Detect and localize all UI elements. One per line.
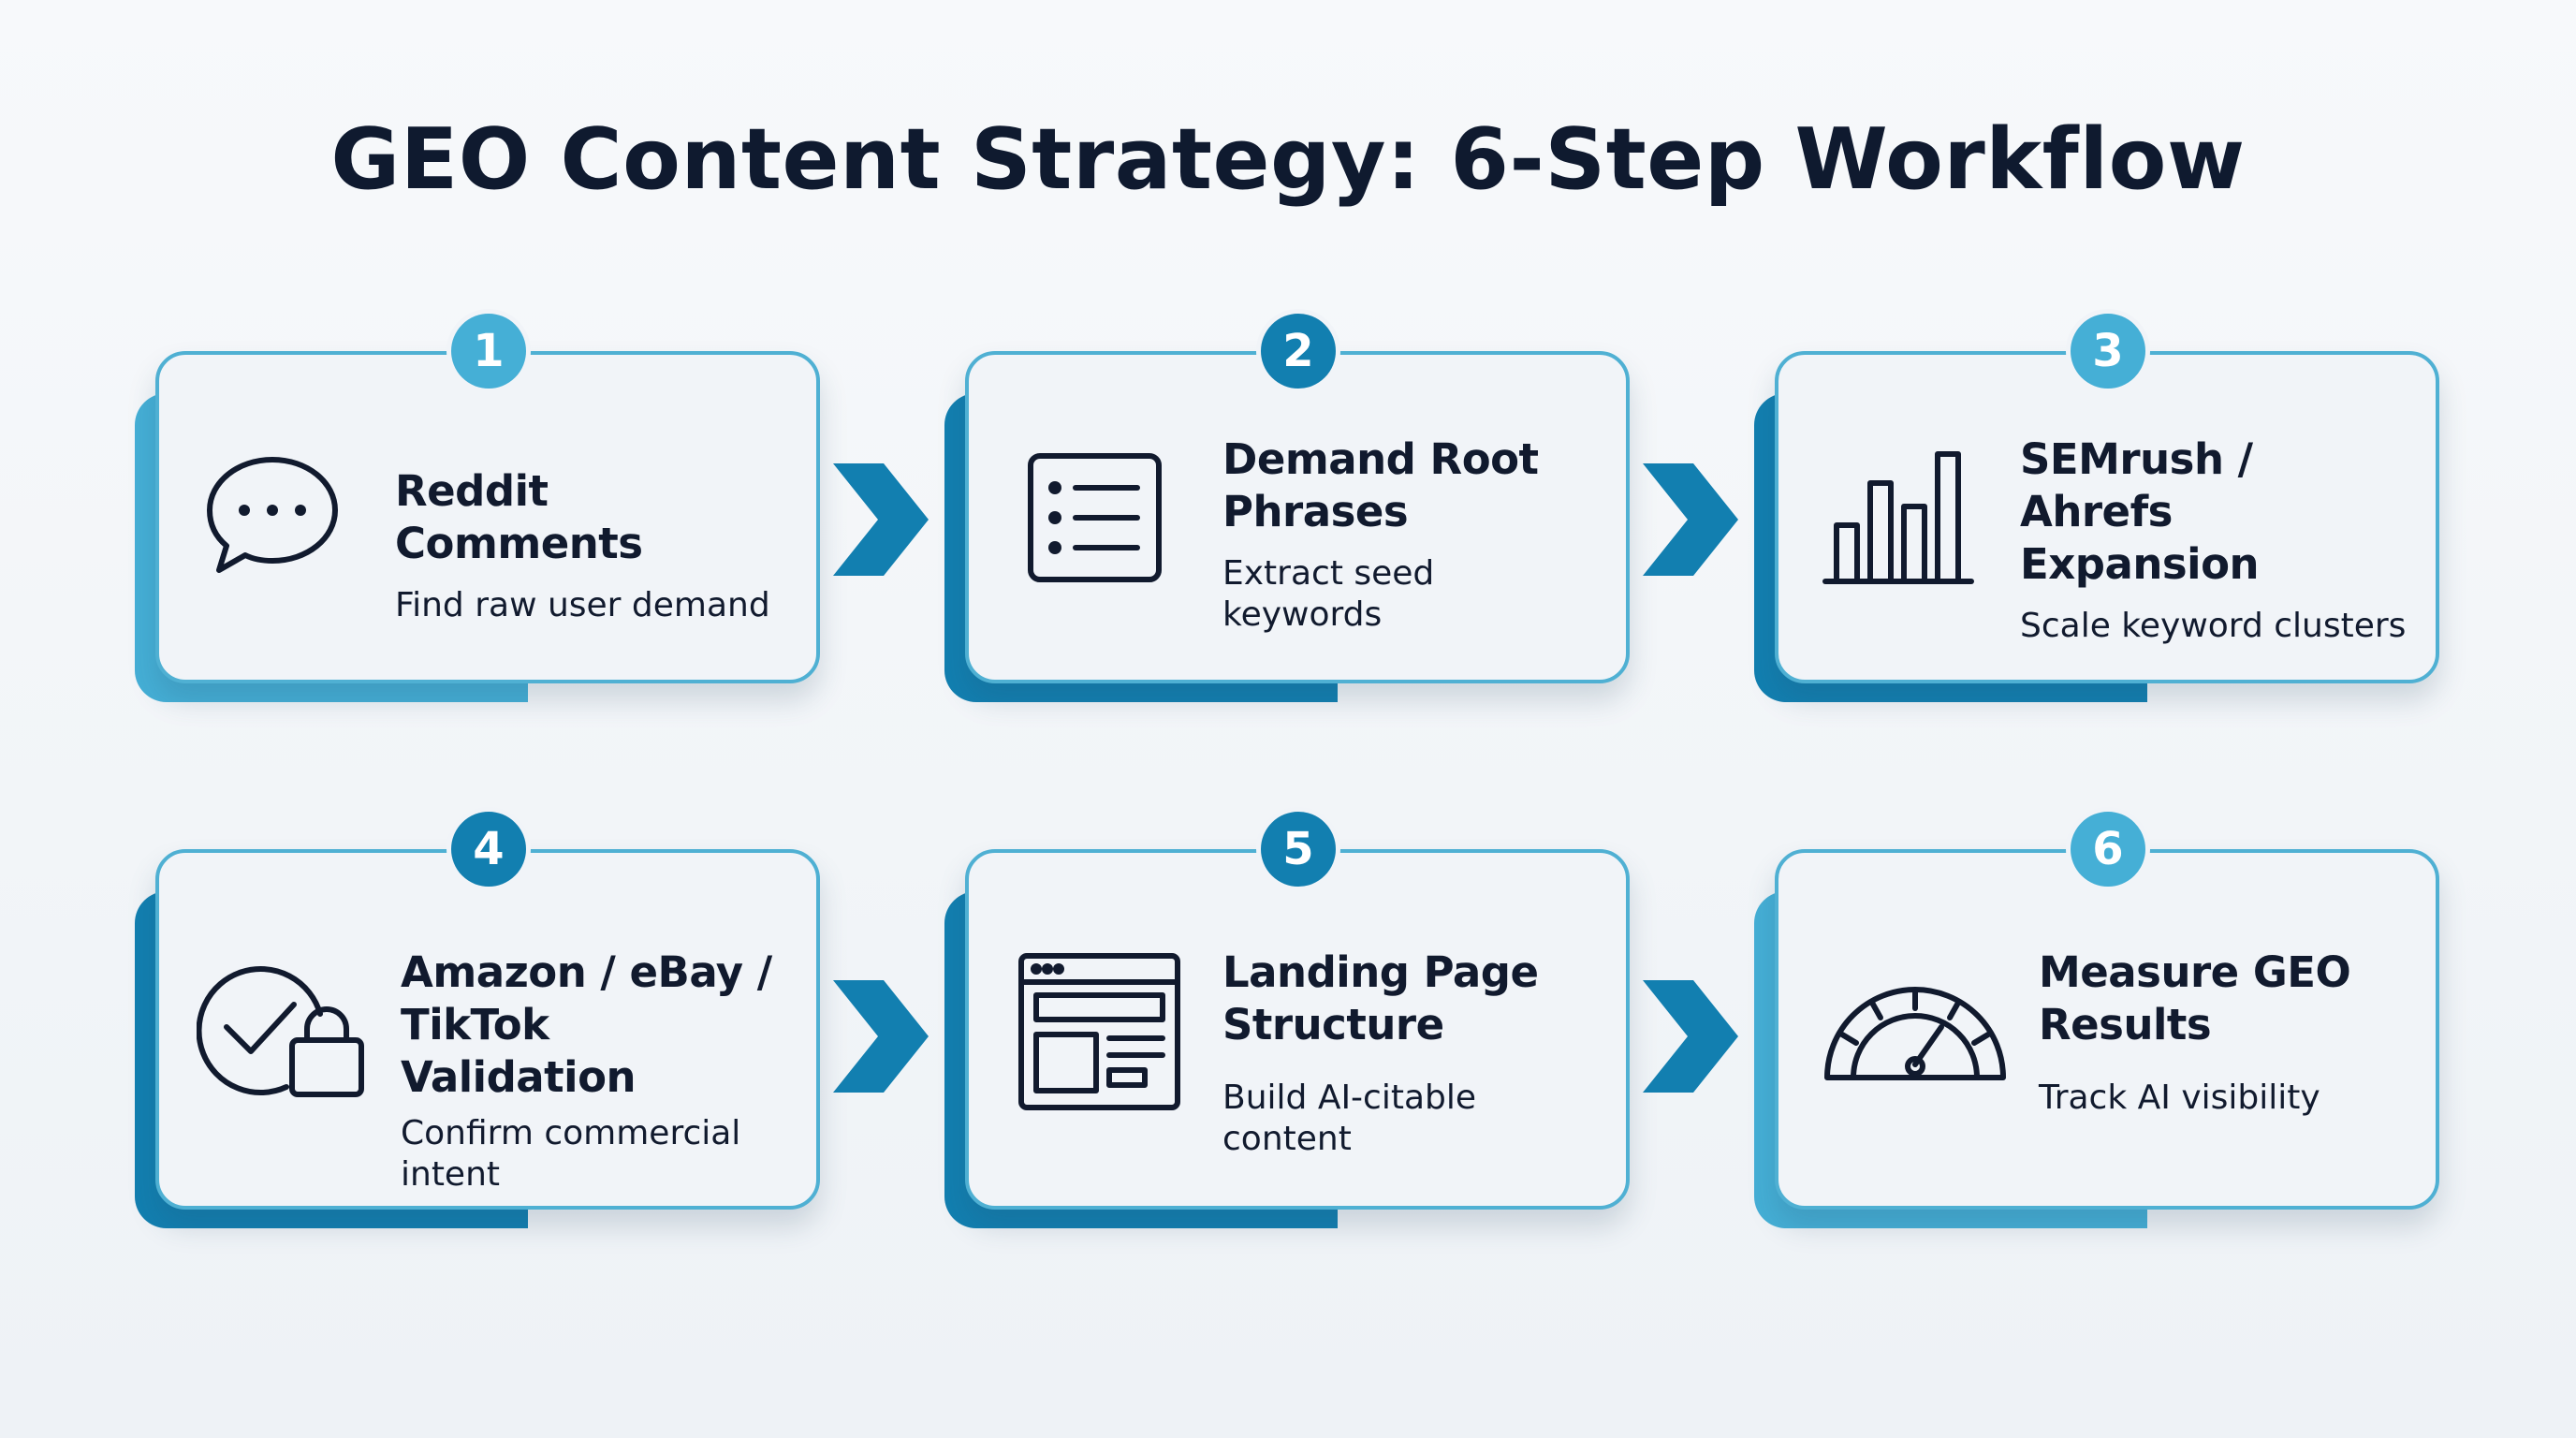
step-badge: 5 — [1256, 807, 1340, 891]
step-title: Amazon / eBay / TikTok Validation — [401, 947, 772, 1102]
step-title: Landing Page Structure — [1222, 947, 1539, 1049]
step-card-3: 3 SEMrush / Ahrefs Expansion Scale keywo… — [1754, 309, 2439, 702]
step-subtitle: Build AI-citable content — [1222, 1078, 1477, 1158]
speedometer-icon — [1822, 976, 2009, 1084]
step-title: SEMrush / Ahrefs Expansion — [2020, 434, 2260, 589]
step-subtitle: Scale keyword clusters — [2020, 607, 2407, 645]
step-title: Demand Root Phrases — [1222, 434, 1539, 536]
step-badge: 2 — [1256, 309, 1340, 393]
arrow-right-icon — [833, 980, 929, 1093]
step-card-5: 5 Landing Page Structure Build AI-citabl… — [944, 807, 1630, 1228]
page-title: GEO Content Strategy: 6-Step Workflow — [330, 110, 2246, 209]
step-badge: 4 — [446, 807, 531, 891]
step-text: Reddit Comments Find raw user demand — [395, 465, 794, 626]
card-body — [155, 351, 820, 683]
arrow-right-icon — [1643, 980, 1738, 1093]
check-shopping-bag-icon — [197, 960, 365, 1100]
step-title: Measure GEO Results — [2039, 947, 2351, 1049]
step-badge: 6 — [2066, 807, 2150, 891]
step-text: SEMrush / Ahrefs Expansion Scale keyword… — [2020, 433, 2413, 647]
step-subtitle: Extract seed keywords — [1222, 554, 1435, 634]
arrow-right-icon — [833, 463, 929, 576]
step-text: Measure GEO Results Track AI visibility — [2039, 946, 2413, 1119]
step-card-6: 6 Measure GEO Results Track AI visibilit… — [1754, 807, 2439, 1228]
arrow-right-icon — [1643, 463, 1738, 576]
step-badge: 1 — [446, 309, 531, 393]
step-text: Landing Page Structure Build AI-citable … — [1222, 946, 1603, 1160]
step-card-2: 2 Demand Root Phrases Extract seed keywo… — [944, 309, 1630, 702]
browser-layout-icon — [1017, 952, 1181, 1111]
step-card-1: 1 Reddit Comments Find raw user demand — [135, 309, 820, 702]
step-text: Amazon / eBay / TikTok Validation Confir… — [401, 946, 794, 1196]
step-title: Reddit Comments — [395, 466, 643, 568]
card-body — [1775, 351, 2439, 683]
list-icon — [1027, 452, 1163, 583]
step-subtitle: Confirm commercial intent — [401, 1114, 741, 1194]
step-text: Demand Root Phrases Extract seed keyword… — [1222, 433, 1603, 636]
step-subtitle: Find raw user demand — [395, 586, 770, 624]
bar-chart-icon — [1822, 450, 1976, 586]
step-badge: 3 — [2066, 309, 2150, 393]
chat-bubble-icon — [202, 452, 343, 579]
card-body — [1775, 849, 2439, 1210]
step-card-4: 4 Amazon / eBay / TikTok Validation Conf… — [135, 807, 820, 1228]
step-subtitle: Track AI visibility — [2039, 1078, 2320, 1117]
